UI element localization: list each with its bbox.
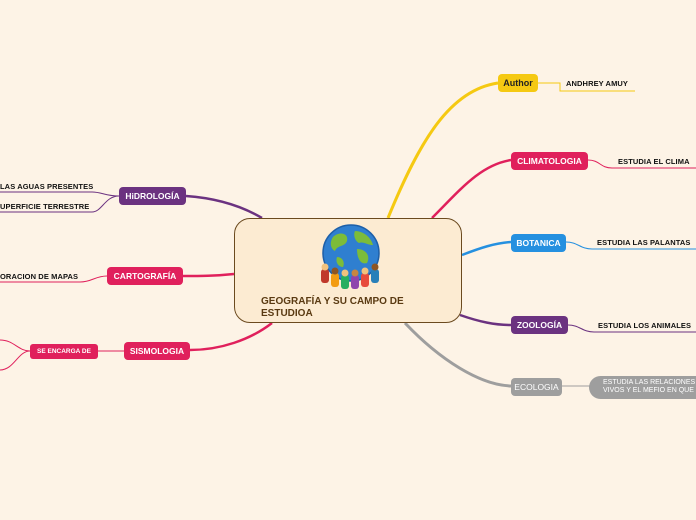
- connector-zoologia: [460, 315, 511, 325]
- connector-cartografia: [183, 274, 234, 276]
- ecologia-node[interactable]: ECOLOGIA: [511, 378, 562, 396]
- connector-climatologia: [432, 160, 511, 218]
- sismologia-label: SISMOLOGIA: [130, 346, 184, 356]
- zoologia-node[interactable]: ZOOLOGÍA: [511, 316, 568, 334]
- ecologia-detail-line1: ESTUDIA LAS RELACIONES: [603, 379, 696, 387]
- author-detail[interactable]: ANDHREY AMUY: [566, 79, 628, 88]
- sismologia-node[interactable]: SISMOLOGIA: [124, 342, 190, 360]
- cartografia-label: CARTOGRAFÍA: [114, 271, 177, 281]
- author-node[interactable]: Author: [498, 74, 538, 92]
- hidrologia-label: HiDROLOGÍA: [125, 191, 179, 201]
- central-title: GEOGRAFÍA Y SU CAMPO DE ESTUDIOA: [261, 296, 451, 320]
- hidrologia-detail-2[interactable]: UPERFICIE TERRESTRE: [0, 202, 89, 211]
- climatologia-label: CLIMATOLOGIA: [517, 156, 582, 166]
- botanica-label: BOTANICA: [516, 238, 560, 248]
- botanica-detail[interactable]: ESTUDIA LAS PALANTAS: [597, 238, 691, 247]
- hidrologia-node[interactable]: HiDROLOGÍA: [119, 187, 186, 205]
- connector-hidrologia: [186, 196, 262, 218]
- botanica-node[interactable]: BOTANICA: [511, 234, 566, 252]
- ecologia-detail-line2: VIVOS Y EL MEFIO EN QUE: [603, 387, 696, 395]
- ecologia-label: ECOLOGIA: [514, 382, 558, 392]
- connector-ecologia: [405, 323, 511, 386]
- central-topic[interactable]: GEOGRAFÍA Y SU CAMPO DE ESTUDIOA: [234, 218, 462, 323]
- connector-botanica: [462, 242, 511, 255]
- author-label: Author: [503, 78, 533, 88]
- ecologia-detail-bubble[interactable]: ESTUDIA LAS RELACIONES VIVOS Y EL MEFIO …: [589, 376, 696, 399]
- sismologia-sub-node[interactable]: SE ENCARGA DE: [30, 344, 98, 359]
- cartografia-node[interactable]: CARTOGRAFÍA: [107, 267, 183, 285]
- sismologia-sub-label: SE ENCARGA DE: [37, 348, 91, 355]
- climatologia-node[interactable]: CLIMATOLOGIA: [511, 152, 588, 170]
- climatologia-detail[interactable]: ESTUDIA EL CLIMA: [618, 157, 690, 166]
- zoologia-label: ZOOLOGÍA: [517, 320, 562, 330]
- connector-sismologia: [190, 323, 272, 350]
- zoologia-detail[interactable]: ESTUDIA LOS ANIMALES: [598, 321, 691, 330]
- cartografia-detail[interactable]: ORACION DE MAPAS: [0, 272, 78, 281]
- globe-kids-icon: [315, 223, 387, 295]
- hidrologia-detail-1[interactable]: LAS AGUAS PRESENTES: [0, 182, 93, 191]
- connector-author: [388, 83, 498, 218]
